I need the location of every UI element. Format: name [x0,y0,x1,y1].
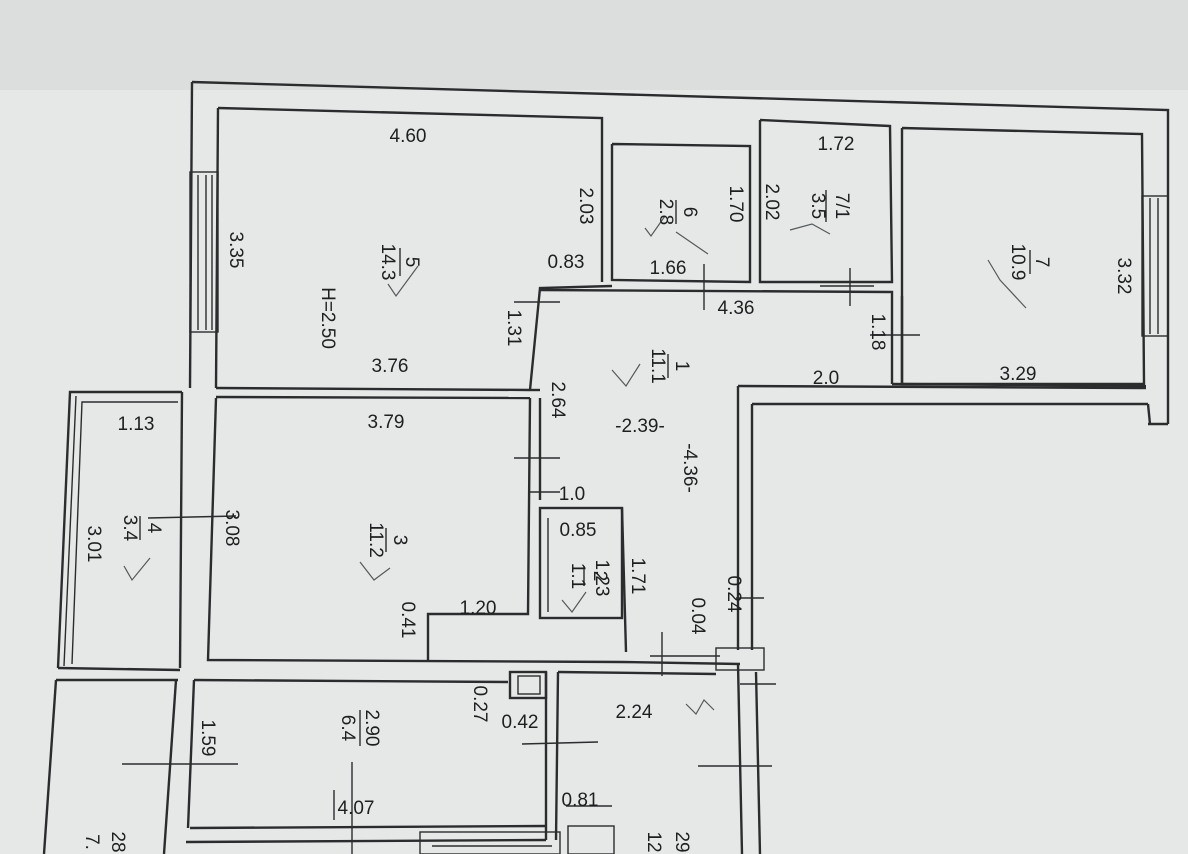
dim-1-18: 1.18 [867,314,888,351]
room-area: 6.4 [337,715,358,742]
room-area: 11.1 [647,348,668,384]
dim-0-85: 0.85 [560,520,597,541]
dimension-ticks [122,264,920,854]
dim-3-79: 3.79 [368,412,405,433]
room-2 [538,506,628,653]
ceiling-height: H=2.50 [317,287,338,349]
dim-edge-7: 7. [81,834,102,850]
room-label-4: 4 3.4 [119,515,164,542]
room-label-5: 5 14.3 [377,244,422,281]
dim-1-59: 1.59 [197,720,218,757]
room-number: 7 [1031,257,1052,268]
dim-4-36-top: 4.36 [718,298,755,319]
dim-edge-12: 12 [643,831,664,852]
room-label-bottom: 2.90 6.4 [337,710,382,747]
dim-0-27: 0.27 [469,686,490,723]
room-number: 5 [401,257,422,268]
dim-1-70: 1.70 [725,186,746,223]
dim-1-72: 1.72 [818,134,855,155]
pen-marks [123,215,1027,715]
dim-4-36-mid: -4.36- [679,443,700,493]
dim-4-07: 4.07 [338,798,375,819]
room-5 [215,284,613,400]
dim-2-0: 2.0 [813,368,839,389]
dim-0-41: 0.41 [397,602,418,639]
room-number: 6 [679,207,700,218]
room-label-6: 6 2.8 [655,199,700,225]
room-number: 4 [143,523,164,534]
dim-2-02: 2.02 [761,184,782,221]
room-area: 14.3 [377,244,398,281]
dim-0-42: 0.42 [502,712,539,733]
room-6 [610,142,752,284]
room-bottom [42,647,765,854]
dim-3-08: 3.08 [221,510,242,547]
dim-3-29: 3.29 [1000,364,1037,385]
room-number: 3 [389,535,410,546]
room-label-3: 3 11.2 [365,522,410,558]
dim-0-24: 0.24 [723,576,744,613]
dim-2-39: -2.39- [615,416,665,437]
room-area: 2.8 [655,199,676,225]
dim-1-13: 1.13 [118,414,155,435]
room-number: 2 [589,571,610,582]
dim-3-76: 3.76 [372,356,409,377]
room-area: 3.4 [119,515,140,542]
dim-1-20: 1.20 [460,598,497,619]
dim-1-71: 1.71 [627,558,648,595]
dim-0-04: 0.04 [687,598,708,635]
dim-3-35: 3.35 [225,232,246,269]
dim-0-83: 0.83 [548,252,585,273]
dim-edge-28: 28 [107,831,128,852]
room-area: 10.9 [1007,244,1028,281]
dim-4-60: 4.60 [390,126,427,147]
dim-0-81: 0.81 [562,790,599,811]
room-4 [56,390,184,682]
room-number: 2.90 [361,710,382,747]
room-label-2: 2 1.1 [567,563,610,589]
room-3 [206,388,623,664]
room-number: 1 [671,361,692,372]
dimension-labels-vertical: 2.03 3.35 1.31 1.70 2.02 3.32 1.18 2.64 … [81,184,1134,853]
dim-1-23: 1.23 [591,560,612,597]
dimension-labels: 4.60 0.83 3.76 1.66 1.72 4.36 3.29 2.0 -… [118,126,1037,819]
dim-1-66: 1.66 [650,258,687,279]
room-7-1 [758,118,894,284]
room-1 [539,288,1170,650]
room-label-7-1: 7/1 3.5 [807,190,852,222]
room-area: 11.2 [365,522,386,558]
dim-edge-29: 29 [671,831,692,852]
room-label-7: 7 10.9 [1007,244,1052,281]
dim-3-01: 3.01 [83,526,104,563]
dim-1-31: 1.31 [503,310,524,347]
dim-3-32: 3.32 [1113,258,1134,295]
room-label-1: 1 11.1 [647,348,692,384]
ceiling-height-label: H=2.50 [317,287,338,349]
room-number: 7/1 [831,193,852,219]
dim-2-03: 2.03 [575,188,596,225]
dim-2-64: 2.64 [547,382,568,419]
dim-1-0: 1.0 [559,484,585,505]
dim-2-24: 2.24 [616,702,653,723]
room-area: 1.1 [567,563,588,589]
room-area: 3.5 [807,193,828,219]
